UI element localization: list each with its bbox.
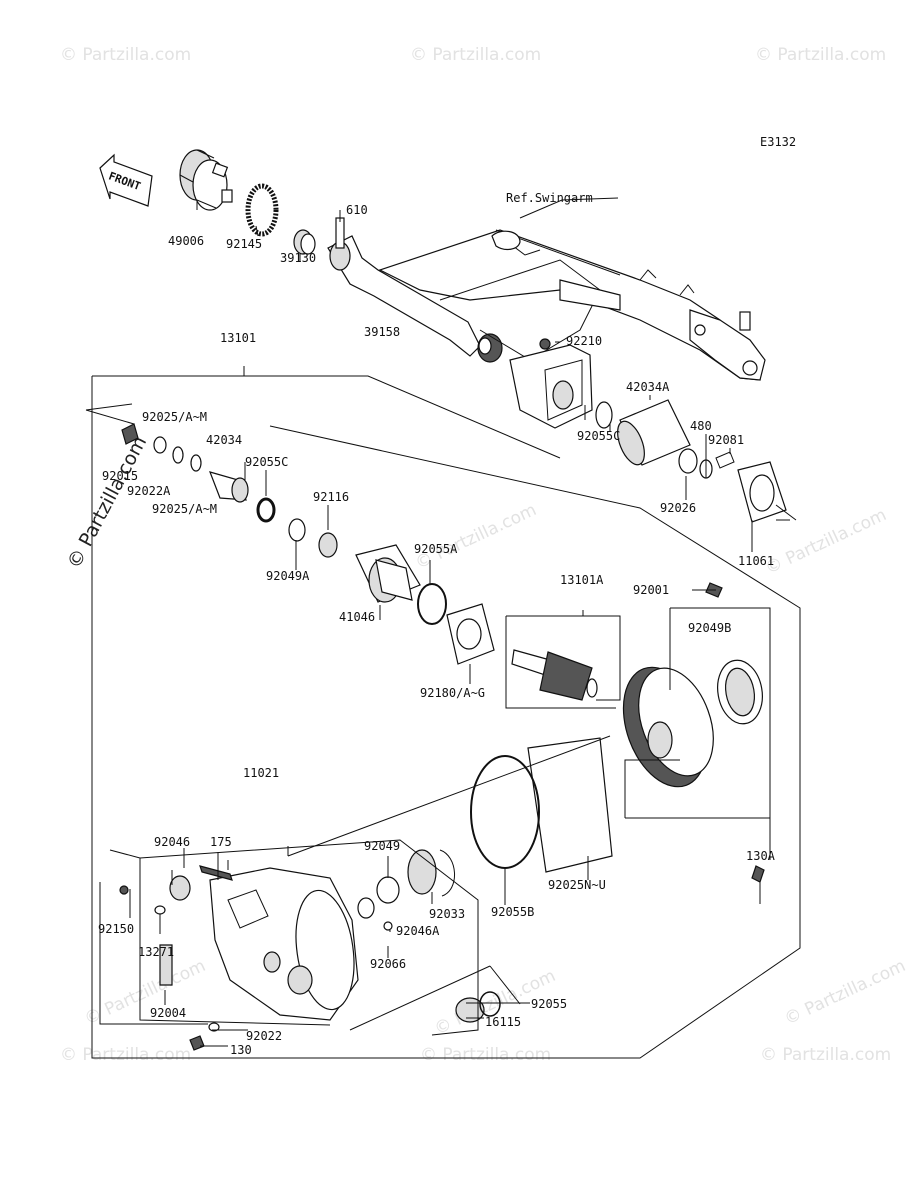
label-92116: 92116 xyxy=(313,490,349,504)
label-92081: 92081 xyxy=(708,433,744,447)
label-39130: 39130 xyxy=(280,251,316,265)
label-92025am-2: 92025/A~M xyxy=(152,502,217,516)
label-480: 480 xyxy=(690,419,712,433)
watermark-vertical: © Partzilla.com xyxy=(63,433,151,573)
leader-lines xyxy=(85,197,801,1059)
final-drive-housing-drawing xyxy=(509,338,593,429)
label-92210: 92210 xyxy=(566,334,602,348)
label-13271: 13271 xyxy=(138,945,174,959)
label-130a: 130A xyxy=(746,849,776,863)
label-92049: 92049 xyxy=(364,839,400,853)
watermark-text: © Partzilla.com xyxy=(412,500,539,574)
watermark-text: © Partzilla.com xyxy=(410,45,541,65)
label-11061: 11061 xyxy=(738,554,774,568)
watermark-text: © Partzilla.com xyxy=(760,1045,891,1065)
watermark-text: © Partzilla.com xyxy=(762,505,889,579)
label-92055c-1: 92055C xyxy=(245,455,288,469)
watermark-text: © Partzilla.com xyxy=(60,1045,191,1065)
watermark-layer: © Partzilla.com © Partzilla.com © Partzi… xyxy=(60,45,909,1065)
label-13101: 13101 xyxy=(220,331,256,345)
watermark-text: © Partzilla.com xyxy=(420,1045,551,1065)
watermark-text: © Partzilla.com xyxy=(781,956,908,1030)
ref-swingarm-label: Ref.Swingarm xyxy=(506,191,593,205)
cover-gasket-drawing xyxy=(470,737,613,873)
part-41046-drawing xyxy=(355,544,495,665)
label-42034a: 42034A xyxy=(626,380,670,394)
label-92066: 92066 xyxy=(370,957,406,971)
label-610: 610 xyxy=(346,203,368,217)
front-arrow-icon: FRONT xyxy=(99,153,153,207)
label-92049b: 92049B xyxy=(688,621,731,635)
label-92046: 92046 xyxy=(154,835,190,849)
label-92150: 92150 xyxy=(98,922,134,936)
part-labels: Ref.Swingarm 49006 92145 39130 610 39158… xyxy=(98,191,776,1057)
part-49006-drawing xyxy=(179,149,233,211)
label-92022a: 92022A xyxy=(127,484,171,498)
diagram-code: E3132 xyxy=(760,135,796,149)
label-41046: 41046 xyxy=(339,610,375,624)
label-175: 175 xyxy=(210,835,232,849)
label-13101a: 13101A xyxy=(560,573,604,587)
label-92055b: 92055B xyxy=(491,905,534,919)
label-11021: 11021 xyxy=(243,766,279,780)
label-92180ag: 92180/A~G xyxy=(420,686,485,700)
label-92022: 92022 xyxy=(246,1029,282,1043)
label-92025am-1: 92025/A~M xyxy=(142,410,207,424)
label-92001: 92001 xyxy=(633,583,669,597)
label-16115: 16115 xyxy=(485,1015,521,1029)
part-13101a-drawing xyxy=(511,649,598,701)
label-92055: 92055 xyxy=(531,997,567,1011)
label-92004: 92004 xyxy=(150,1006,186,1020)
label-92049a: 92049A xyxy=(266,569,310,583)
label-49006: 49006 xyxy=(168,234,204,248)
label-92025nu: 92025N~U xyxy=(548,878,606,892)
swingarm-drawing xyxy=(378,229,766,381)
label-42034: 42034 xyxy=(206,433,242,447)
label-92015: 92015 xyxy=(102,469,138,483)
ring-gear-drawing xyxy=(622,582,765,883)
part-92145-drawing xyxy=(245,183,279,237)
part-11021-drawing xyxy=(119,849,501,1051)
part-39158-drawing xyxy=(327,217,503,363)
part-42034a-drawing xyxy=(595,399,787,523)
label-92033: 92033 xyxy=(429,907,465,921)
label-92055c-2: 92055C xyxy=(577,429,620,443)
pinion-small-parts-drawing xyxy=(121,423,338,558)
label-92046a: 92046A xyxy=(396,924,440,938)
label-92055a: 92055A xyxy=(414,542,458,556)
label-92145: 92145 xyxy=(226,237,262,251)
label-130: 130 xyxy=(230,1043,252,1057)
watermark-text: © Partzilla.com xyxy=(60,45,191,65)
watermark-text: © Partzilla.com xyxy=(755,45,886,65)
label-92026: 92026 xyxy=(660,501,696,515)
part-39130-drawing xyxy=(293,229,316,255)
label-39158: 39158 xyxy=(364,325,400,339)
